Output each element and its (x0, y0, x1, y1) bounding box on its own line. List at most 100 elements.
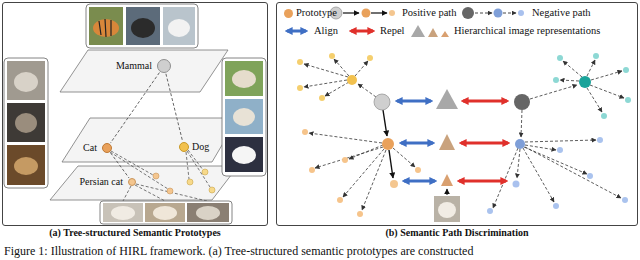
negative-dashes-part (309, 133, 382, 143)
network-prototypes-part (382, 138, 394, 150)
scatter-dots-part (357, 211, 363, 217)
scatter-dots-part (337, 197, 343, 203)
persian-photos-part (100, 201, 232, 224)
repel-arrows (459, 101, 508, 181)
legend-text: Hierarchical image representations (454, 24, 600, 38)
prototype-label: Cat (83, 142, 97, 154)
negative-dashes-part (393, 148, 415, 167)
persian-photos-part (187, 203, 229, 222)
mammal-photos-part (93, 19, 119, 37)
legend-text: Align (314, 24, 338, 38)
leaf-dots-part (187, 179, 193, 185)
leaf-links-part (123, 186, 131, 201)
leaf-links-part (111, 151, 153, 175)
scatter-dots-part (297, 59, 303, 65)
image-representations-part (438, 202, 456, 218)
scatter-dots-part (622, 197, 628, 203)
negative-dashes (304, 59, 624, 210)
semantic-planes-part (60, 50, 228, 92)
scatter-dots-part (623, 67, 629, 73)
cat-photos-part (7, 61, 45, 100)
leaf-dots-part (153, 173, 159, 179)
mammal-photos-part (163, 7, 195, 45)
cat-photos-part (14, 157, 38, 175)
negative-dashes-part (590, 85, 624, 98)
mammal-photos-part (89, 7, 123, 45)
network-prototypes (347, 75, 591, 188)
cat-photos-part (4, 58, 48, 188)
legend-text: Repel (380, 24, 405, 38)
negative-dashes-part (525, 147, 621, 198)
repel-arrows-part (459, 180, 506, 183)
dog-photos-part (233, 108, 255, 126)
prototype-node: Cat (102, 143, 112, 153)
scatter-dots-part (557, 55, 563, 61)
image-representations-part (447, 189, 448, 195)
leaf-links-part (187, 151, 210, 187)
dog-photos-part (232, 146, 256, 164)
panel-heading: (a) Tree-structured Semantic Prototypes (49, 227, 221, 239)
leaf-dots-part (202, 169, 208, 175)
cat-photos (4, 58, 48, 188)
negative-dashes-part (560, 80, 579, 81)
negative-dashes-part (362, 150, 386, 210)
network-prototypes-part (347, 75, 357, 85)
align-arrows-part (401, 142, 433, 145)
scatter-dots-part (309, 167, 315, 173)
legend-samples-part (287, 30, 306, 33)
legend-samples-part (462, 7, 474, 19)
cat-photos-part (7, 145, 45, 185)
scatter-dots (297, 53, 631, 217)
semantic-planes-part (62, 118, 238, 162)
scatter-dots-part (625, 97, 631, 103)
scatter-dots-part (553, 77, 559, 83)
leaf-dots-part (209, 187, 215, 193)
scatter-dots-part (367, 55, 373, 61)
scatter-dots-part (593, 53, 599, 59)
leaf-links-part (188, 150, 203, 170)
align-arrows (397, 101, 435, 181)
hierarchy-link (110, 73, 159, 144)
network-prototypes-part (514, 94, 530, 110)
negative-dashes-part (523, 148, 554, 202)
image-representations-part (436, 89, 458, 109)
legend-swatch (284, 9, 293, 18)
network-prototypes-part (390, 180, 398, 188)
leaf-links-part (186, 152, 189, 179)
leaf-links (110, 150, 210, 201)
image-representations-part (434, 196, 460, 222)
scatter-dots-part (302, 129, 308, 135)
negative-dashes-part (587, 88, 602, 112)
scatter-dots-part (297, 85, 303, 91)
hierarchy-link (111, 153, 129, 178)
leaf-links-part (135, 185, 165, 201)
align-arrows-part (397, 100, 431, 103)
negative-dashes-part (493, 148, 518, 208)
negative-dashes-part (358, 84, 376, 97)
hierarchy-link (166, 74, 183, 141)
legend-samples-part (503, 13, 516, 14)
negative-dashes-part (355, 61, 368, 76)
legend-samples-part (518, 10, 524, 16)
legend-samples-part (362, 9, 371, 18)
image-representations-part (439, 134, 455, 150)
mammal-photos-part (168, 19, 190, 37)
legend-samples-part (494, 9, 503, 18)
panel-heading: (b) Semantic Path Discrimination (385, 227, 528, 239)
image-representations (434, 89, 460, 222)
persian-photos-part (153, 206, 177, 220)
leaf-dots (153, 169, 215, 194)
mammal-photos-part (86, 4, 198, 48)
negative-dashes-part (524, 147, 587, 174)
negative-dashes-part (563, 61, 582, 77)
legend-samples-part (411, 25, 425, 37)
scatter-dots-part (342, 157, 348, 163)
prototype-label: Persian cat (79, 176, 123, 188)
negative-dashes-part (517, 149, 520, 178)
negative-dashes-part (521, 110, 522, 137)
negative-dashes-part (343, 149, 384, 197)
cat-photos-part (7, 103, 45, 142)
scatter-dots-part (557, 147, 563, 153)
